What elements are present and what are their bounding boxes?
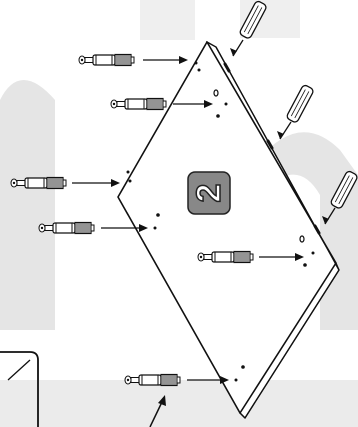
next-step-frame [0,351,39,427]
cam-bolt-1 [78,53,135,67]
step-number: 2 [189,183,229,203]
dowel-pins [230,0,358,225]
panel [117,40,340,420]
cam-bolt-2 [110,97,167,111]
dowel-pin-2 [285,83,315,125]
cam-bolts [10,53,304,387]
step-badge [187,171,231,215]
pointer-arrow [149,395,166,427]
panel-holes [126,61,315,382]
